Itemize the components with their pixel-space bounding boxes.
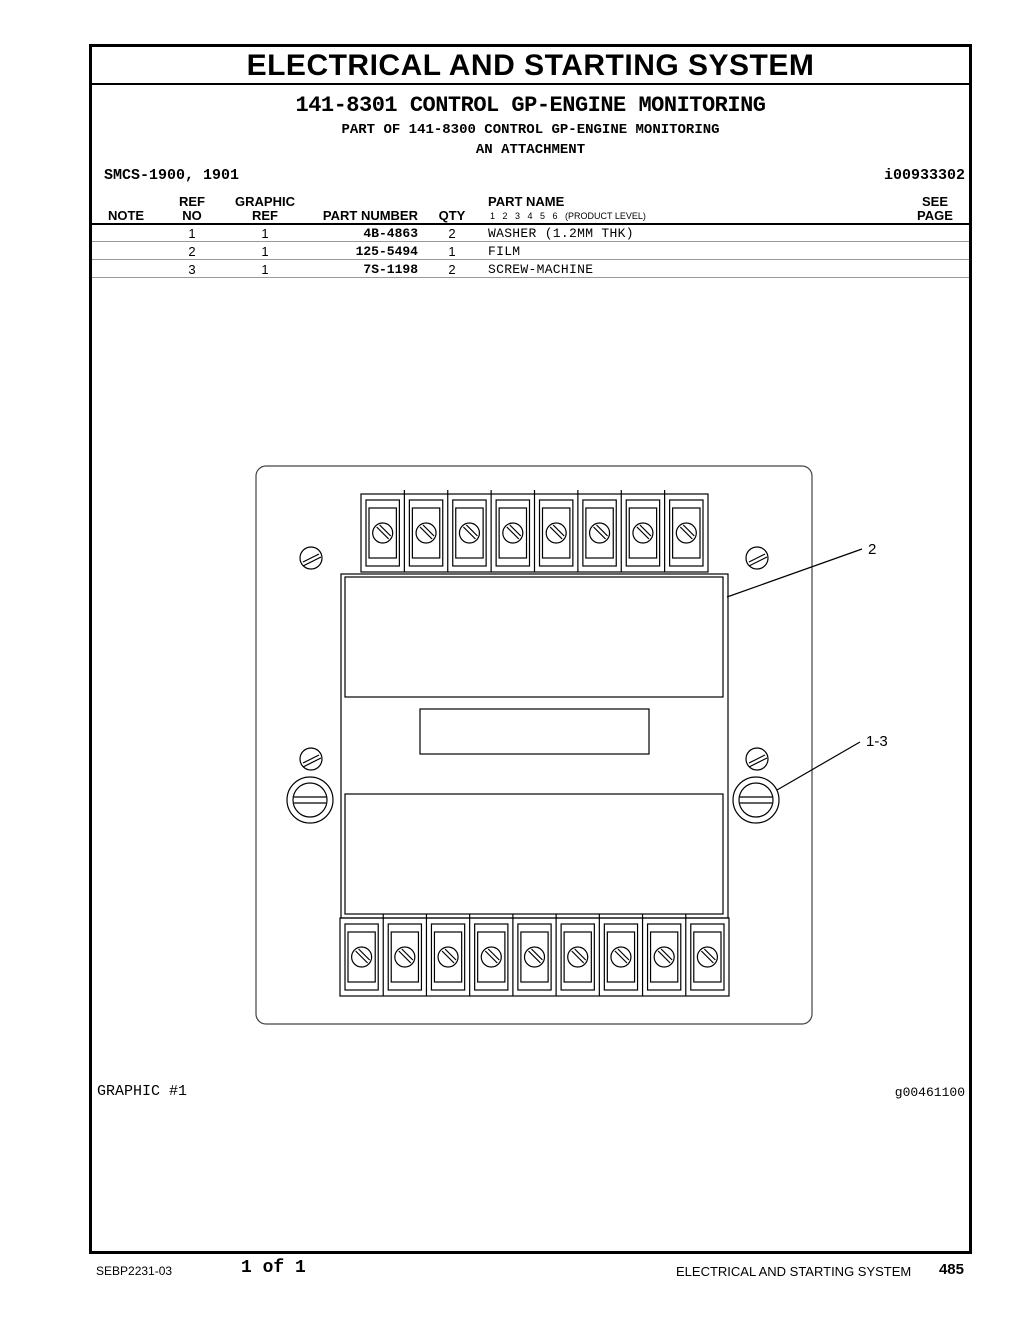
terminal-screw [425, 914, 466, 996]
header-part-name: PART NAME [488, 194, 565, 209]
header-part-number: PART NUMBER [322, 208, 418, 223]
page-number: 485 [938, 1261, 964, 1278]
row-ref: 1 [188, 226, 196, 241]
row-ref: 2 [188, 244, 196, 259]
terminal-screw [447, 490, 487, 572]
header-product-levels: 1 2 3 4 5 6 (PRODUCT LEVEL) [490, 211, 646, 221]
row-divider [92, 277, 969, 278]
small-screw [745, 546, 769, 570]
row-part-name: SCREW-MACHINE [488, 262, 594, 277]
row-graphic-ref: 1 [261, 244, 269, 259]
smcs-code: SMCS-1900, 1901 [104, 167, 240, 184]
header-ref-bottom: NO [182, 208, 202, 223]
header-ref-top: REF [179, 194, 205, 209]
terminal-screw [512, 914, 552, 996]
terminal-screw [533, 490, 574, 572]
small-screw [299, 747, 323, 771]
row-qty: 2 [448, 262, 456, 277]
top-terminal-block [360, 490, 709, 573]
page-frame: ELECTRICAL AND STARTING SYSTEM 141-8301 … [89, 44, 972, 1254]
footer-system: ELECTRICAL AND STARTING SYSTEM [676, 1264, 912, 1279]
small-screw [745, 747, 769, 771]
header-graphic-bottom: REF [252, 208, 278, 223]
graphic-label: GRAPHIC #1 [97, 1083, 188, 1100]
callout-1-3: 1-3 [866, 733, 888, 750]
row-part-name: WASHER (1.2MM THK) [488, 226, 634, 241]
header-see-bottom: PAGE [917, 208, 953, 223]
header-see-top: SEE [921, 194, 948, 209]
header-divider [92, 223, 969, 225]
terminal-screw [598, 914, 639, 996]
leader-line-2 [726, 548, 863, 598]
group-title: 141-8301 CONTROL GP-ENGINE MONITORING [295, 93, 766, 118]
display-window [419, 708, 650, 755]
row-divider [92, 259, 969, 260]
mounting-plate [255, 465, 813, 1025]
callout-2: 2 [868, 541, 876, 558]
terminal-screw [555, 914, 595, 996]
header-graphic-top: GRAPHIC [235, 194, 295, 209]
row-ref: 3 [188, 262, 196, 277]
terminal-screw [382, 914, 423, 996]
illustration-id: i00933302 [883, 167, 965, 184]
module-body [340, 573, 729, 919]
terminal-screw [641, 914, 682, 996]
terminal-screw [344, 923, 379, 991]
upper-film-panel [344, 576, 724, 698]
washer-screw [286, 776, 334, 824]
section-title: ELECTRICAL AND STARTING SYSTEM [92, 47, 969, 85]
row-part-name: FILM [488, 244, 521, 259]
terminal-screw [685, 914, 725, 996]
small-screw [299, 546, 323, 570]
row-qty: 2 [448, 226, 456, 241]
row-graphic-ref: 1 [261, 226, 269, 241]
bottom-terminal-block [339, 914, 730, 997]
terminal-screw [577, 490, 617, 572]
row-part-number: 7S-1198 [363, 262, 418, 277]
terminal-screw [403, 490, 444, 572]
row-part-number: 125-5494 [355, 244, 418, 259]
publication-number: SEBP2231-03 [96, 1264, 173, 1278]
header-qty: QTY [438, 208, 466, 223]
lower-film-panel [344, 793, 724, 915]
graphic-id: g00461100 [894, 1085, 965, 1100]
row-graphic-ref: 1 [261, 262, 269, 277]
terminal-screw [490, 490, 531, 572]
header-note: NOTE [107, 208, 145, 223]
terminal-screw [365, 499, 400, 567]
terminal-screw [620, 490, 661, 572]
terminal-screw [664, 490, 704, 572]
row-divider [92, 241, 969, 242]
page-count: 1 of 1 [241, 1258, 306, 1278]
leader-line-1-3 [776, 741, 861, 791]
row-part-number: 4B-4863 [363, 226, 418, 241]
group-subtitle-attachment: AN ATTACHMENT [475, 142, 586, 158]
row-qty: 1 [448, 244, 456, 259]
washer-screw [732, 776, 780, 824]
terminal-screw [469, 914, 509, 996]
group-subtitle-part-of: PART OF 141-8300 CONTROL GP-ENGINE MONIT… [341, 122, 720, 138]
